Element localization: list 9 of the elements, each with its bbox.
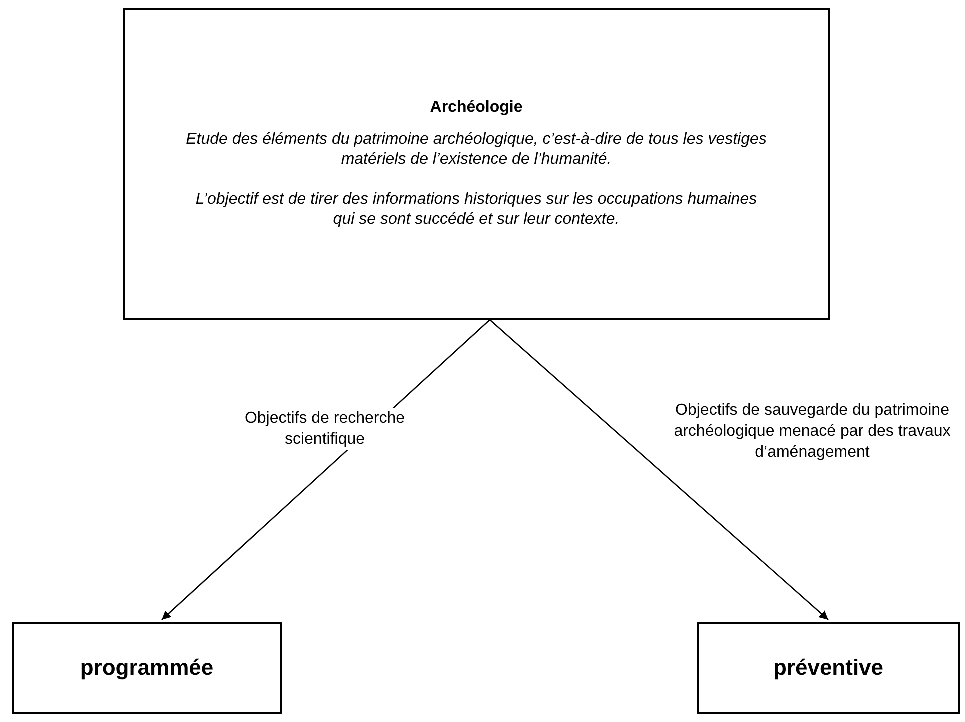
- category-box: [697, 622, 960, 714]
- box-heading: Archéologie: [430, 98, 523, 118]
- box-paragraph: Etude des éléments du patrimoine archéologique, c’est-à-dire de tous les vestiges matériels de l’existence de l’humanité.: [185, 130, 768, 170]
- box-paragraph: L’objectif est de tirer des informations historiques sur les occupations humaines qui se sont succédé et sur leur contexte.: [194, 190, 758, 230]
- box-title: préventive: [773, 658, 884, 678]
- definition-box: [123, 8, 830, 320]
- arrow: [490, 320, 829, 620]
- box-title: programmée: [80, 658, 214, 678]
- category-box: [12, 622, 282, 714]
